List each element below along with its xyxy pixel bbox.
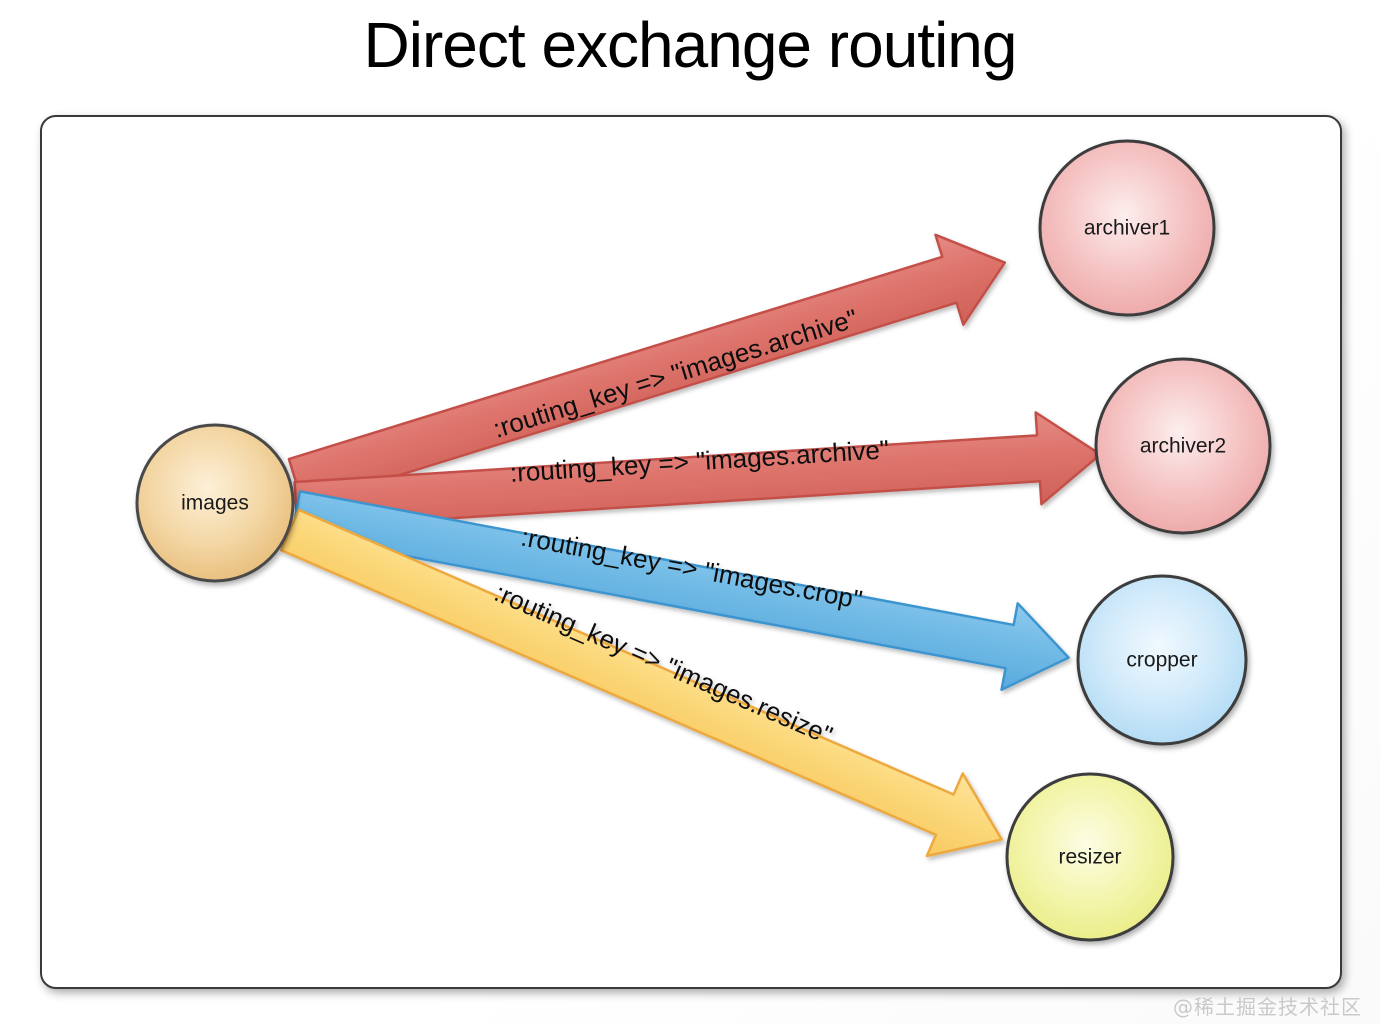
node-archiver2[interactable]: archiver2	[1094, 357, 1272, 535]
arrow-shape-archive-1	[287, 233, 1007, 507]
arrow-shape-resize	[279, 508, 1003, 858]
arrow-shape-crop	[290, 490, 1070, 692]
node-circle-archiver2	[1094, 357, 1272, 535]
node-label-cropper: cropper	[1126, 649, 1197, 672]
node-images[interactable]: images	[135, 423, 295, 583]
page-title: Direct exchange routing	[363, 9, 1018, 81]
node-label-archiver2: archiver2	[1140, 435, 1226, 458]
node-archiver1[interactable]: archiver1	[1038, 139, 1216, 317]
node-circle-resizer	[1005, 772, 1175, 942]
node-label-archiver1: archiver1	[1084, 217, 1170, 240]
node-circle-cropper	[1076, 574, 1248, 746]
watermark: @稀土掘金技术社区	[1173, 995, 1362, 1019]
node-label-resizer: resizer	[1058, 846, 1121, 869]
node-circle-images	[135, 423, 295, 583]
node-circle-archiver1	[1038, 139, 1216, 317]
node-cropper[interactable]: cropper	[1076, 574, 1248, 746]
edge-label-archive-1: :routing_key => "images.archive"	[490, 303, 862, 444]
node-resizer[interactable]: resizer	[1005, 772, 1175, 942]
node-label-images: images	[181, 492, 249, 515]
